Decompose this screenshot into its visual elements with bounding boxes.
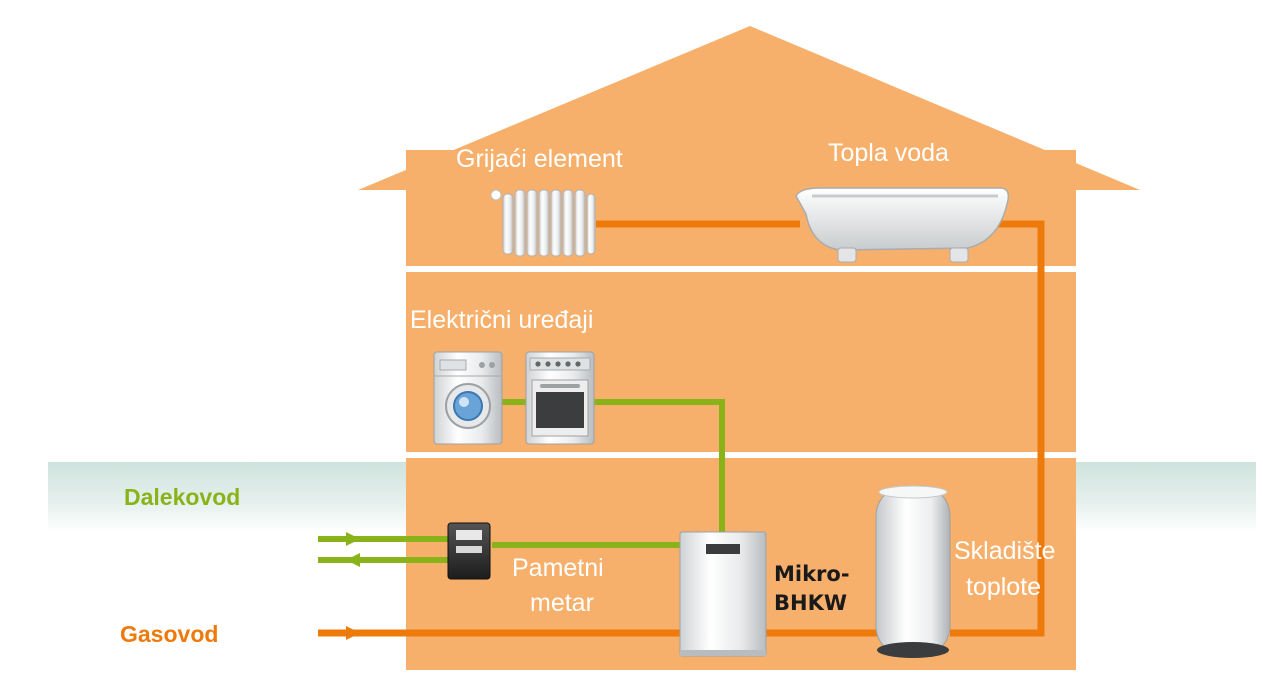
- gas-line-label: Gasovod: [120, 621, 219, 647]
- power-line-label: Dalekovod: [124, 484, 241, 510]
- stove-icon: [525, 351, 595, 445]
- chp-unit-icon: [679, 531, 767, 657]
- hot-water-return-pipe: [950, 220, 1045, 637]
- appliances-label: Električni uređaji: [410, 306, 594, 334]
- gas-flow-arrow-icon: [346, 626, 360, 640]
- chp-to-appliances-line: [590, 399, 725, 535]
- chp-label-line1: Mikro-: [774, 562, 850, 586]
- power-in-arrow-icon: [346, 532, 360, 546]
- washing-machine-icon: [433, 351, 503, 445]
- heat-pipe-network: [318, 220, 1045, 637]
- storage-label-line1: Skladište: [954, 537, 1056, 565]
- radiator-label: Grijaći element: [456, 145, 623, 173]
- smart-meter-label-line1: Pametni: [512, 554, 604, 582]
- chp-label-line2: BHKW: [774, 591, 848, 615]
- floor-divider-lower: [406, 452, 1076, 458]
- power-out-arrow-icon: [346, 553, 360, 567]
- radiator-icon: [490, 189, 596, 257]
- bathtub-icon: [795, 187, 1010, 263]
- hot-water-label: Topla voda: [828, 139, 949, 167]
- electric-line-network: [318, 399, 725, 563]
- floor-divider-upper: [406, 266, 1076, 272]
- smart-meter-icon: [447, 522, 491, 580]
- heat-storage-tank-icon: [875, 485, 951, 658]
- smart-meter-label-line2: metar: [530, 589, 594, 617]
- storage-label-line2: toplote: [966, 573, 1042, 601]
- house-roof: [358, 26, 1140, 190]
